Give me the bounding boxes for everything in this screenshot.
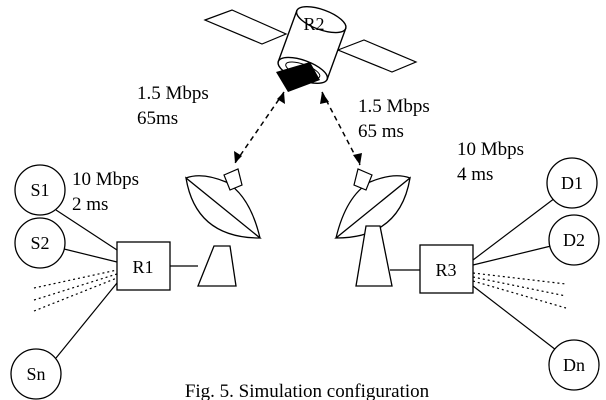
ground-station-right [334,168,411,287]
source-node-s1: S1 [14,164,66,216]
dest-node-d1: D1 [546,157,598,209]
dotted-link-2 [33,273,118,301]
solar-panel-left [203,9,288,45]
dotted-link-4 [472,272,567,285]
dest-dn-label: Dn [563,355,585,375]
right-links [390,197,567,351]
source-sn-label: Sn [26,364,45,384]
satellite-label: R2 [303,14,324,34]
link-sn-r1 [55,282,118,359]
left-links [33,209,198,359]
router-r3-label: R3 [435,260,456,280]
link-r3-d1 [472,197,556,261]
uplink-right-delay: 65 ms [358,121,404,142]
satellite-r2: R2 [203,5,418,92]
uplink-right-bandwidth: 1.5 Mbps [358,96,430,117]
source-s2-label: S2 [30,233,49,253]
link-r3-dn [472,285,557,351]
arrow-up-left [277,92,285,104]
satellite-links [234,91,362,166]
dest-node-dn: Dn [548,339,600,391]
dest-d2-label: D2 [563,230,585,250]
figure-caption: Fig. 5. Simulation configuration [185,381,430,400]
router-r1: R1 [116,241,171,291]
arrow-up-right [320,92,329,104]
source-node-sn: Sn [10,348,62,400]
link-s2-r1 [59,247,118,263]
arrow-down-right [353,153,362,165]
uplink-left [234,91,285,164]
access-left-delay: 2 ms [72,194,108,215]
solar-panel-right [336,39,418,73]
dotted-link-3 [33,277,118,312]
dotted-link-6 [472,280,567,309]
uplink-left-bandwidth: 1.5 Mbps [137,83,209,104]
uplink-right [321,91,361,166]
dest-d1-label: D1 [561,173,583,193]
ground-station-left [185,168,262,287]
source-node-s2: S2 [14,217,66,269]
router-r1-label: R1 [132,257,153,277]
uplink-left-delay: 65ms [137,108,178,129]
access-right-delay: 4 ms [457,164,493,185]
access-right-bandwidth: 10 Mbps [457,139,524,160]
dest-node-d2: D2 [548,214,600,266]
dotted-link-1 [33,269,118,289]
source-s1-label: S1 [30,180,49,200]
access-left-bandwidth: 10 Mbps [72,169,139,190]
router-r3: R3 [419,244,474,294]
link-r3-d2 [472,245,552,266]
arrow-down-left [234,151,242,163]
satellite-dish [276,62,320,92]
dotted-link-5 [472,276,567,297]
link-s1-r1 [55,209,118,251]
